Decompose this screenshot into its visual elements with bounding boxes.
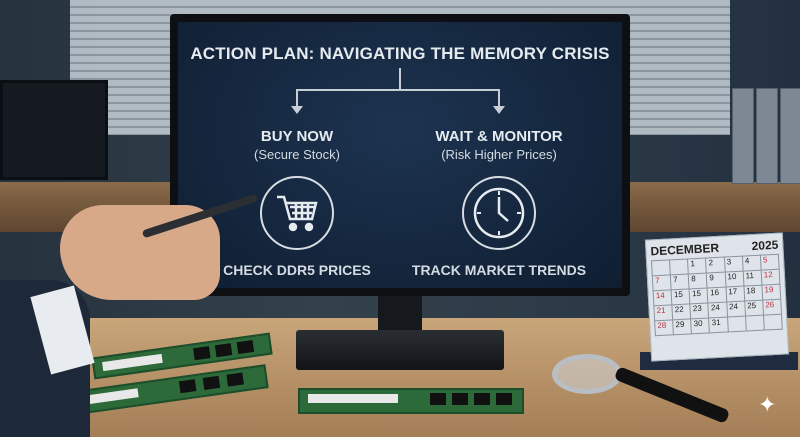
- calendar-day: 4: [742, 255, 761, 272]
- calendar-day: [763, 314, 783, 331]
- calendar-day: 30: [690, 317, 710, 334]
- monitor-screen: ACTION PLAN: NAVIGATING THE MEMORY CRISI…: [178, 22, 622, 288]
- binder: [780, 88, 800, 184]
- calendar-day: 22: [671, 303, 691, 320]
- arrow-down-icon: [493, 106, 505, 114]
- option-heading: WAIT & MONITOR: [435, 128, 563, 145]
- calendar-day: 15: [671, 288, 691, 305]
- calendar-day: 17: [725, 286, 745, 303]
- option-subtitle: (Secure Stock): [254, 147, 340, 162]
- calendar-day: 15: [689, 287, 709, 304]
- connector-line: [296, 89, 298, 107]
- calendar-day: 2: [705, 257, 725, 274]
- calendar-month: DECEMBER: [650, 240, 720, 259]
- calendar-day: [669, 258, 689, 275]
- calendar-day: 9: [706, 272, 726, 288]
- calendar-day: 31: [709, 316, 728, 333]
- calendar-day: 10: [724, 271, 744, 288]
- calendar-day: 21: [653, 304, 673, 321]
- binder: [732, 88, 754, 184]
- calendar-day: [727, 316, 747, 332]
- calendar-day: 7: [670, 273, 690, 290]
- monitor-stand: [378, 296, 422, 332]
- calendar-day: 24: [708, 302, 728, 318]
- calendar-day: 3: [723, 256, 743, 273]
- calendar-year: 2025: [751, 237, 779, 254]
- ram-module: [298, 388, 524, 414]
- connector-line: [296, 89, 500, 91]
- diagram-title: ACTION PLAN: NAVIGATING THE MEMORY CRISI…: [190, 44, 610, 63]
- calendar-day: [745, 315, 765, 332]
- arrow-down-icon: [291, 106, 303, 114]
- background-monitor: [0, 80, 108, 180]
- calendar-day: 8: [688, 273, 708, 289]
- calendar-day: 14: [653, 289, 672, 306]
- calendar-day: 29: [672, 318, 692, 335]
- calendar-day: 23: [690, 302, 710, 319]
- action-track-trends: TRACK MARKET TRENDS: [411, 262, 587, 278]
- calendar-day: 12: [760, 269, 780, 286]
- action-check-prices: CHECK DDR5 PRICES: [223, 262, 371, 278]
- calendar-day: 26: [762, 299, 782, 316]
- connector-line: [498, 89, 500, 107]
- option-subtitle: (Risk Higher Prices): [441, 147, 557, 162]
- clock-icon: [462, 176, 536, 250]
- magnifying-glass: [552, 354, 622, 394]
- option-buy-now: BUY NOW (Secure Stock): [197, 128, 397, 162]
- calendar-day: 7: [652, 274, 672, 291]
- shopping-cart-icon: [260, 176, 334, 250]
- calendar-day: 16: [707, 287, 727, 303]
- calendar-day: 11: [742, 270, 762, 287]
- option-heading: BUY NOW: [260, 128, 334, 145]
- calendar-day: 1: [687, 258, 707, 274]
- calendar-day: [651, 259, 671, 276]
- sparkle-icon: ✦: [758, 392, 777, 417]
- calendar-day: 25: [744, 300, 764, 317]
- option-wait-monitor: WAIT & MONITOR (Risk Higher Prices): [399, 128, 599, 162]
- calendar-day: 5: [760, 254, 780, 271]
- calendar-day: 19: [761, 284, 781, 301]
- monitor: ACTION PLAN: NAVIGATING THE MEMORY CRISI…: [170, 14, 630, 296]
- calendar-day: 24: [726, 301, 746, 317]
- binder: [756, 88, 778, 184]
- calendar-day: 18: [743, 285, 763, 302]
- calendar-day: 28: [654, 319, 674, 336]
- connector-line: [399, 68, 401, 90]
- monitor-base: [296, 330, 504, 370]
